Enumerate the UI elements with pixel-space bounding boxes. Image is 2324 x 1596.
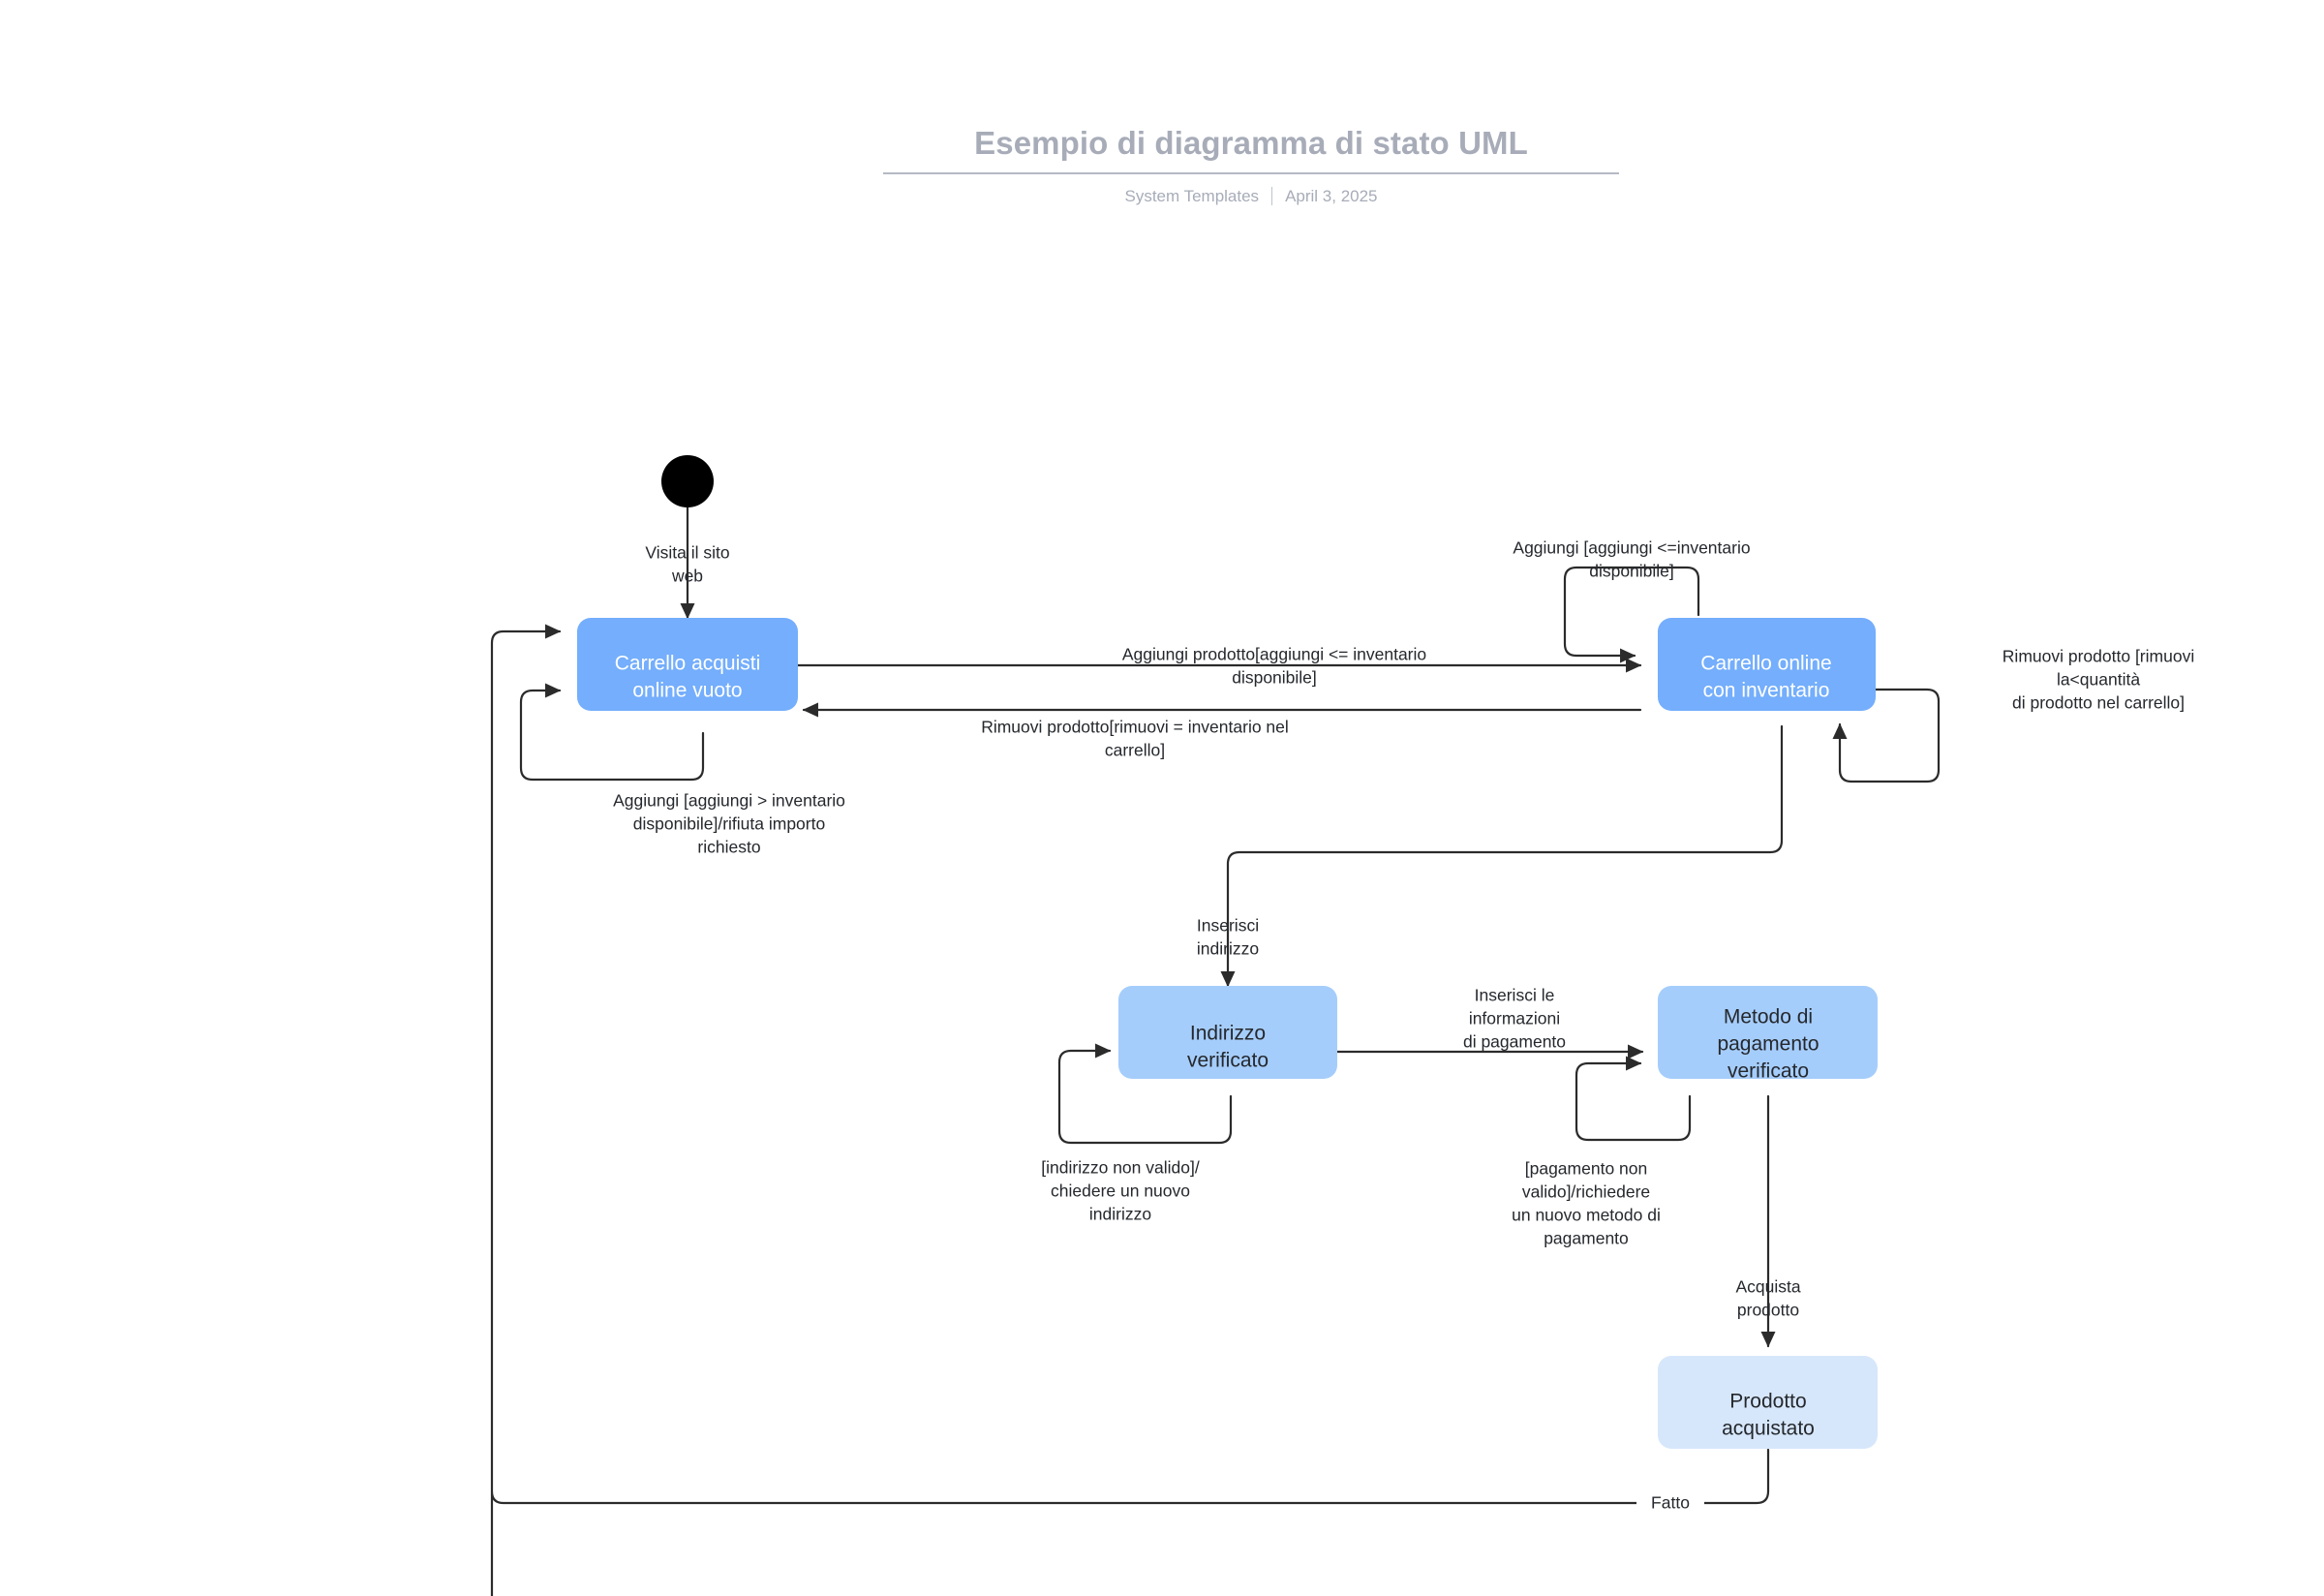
edge-label-self-inventory-right: Rimuovi prodotto [rimuovi la<quantità di… [2003, 647, 2194, 713]
document-author: System Templates [1124, 186, 1260, 205]
svg-text:Visita il sito: Visita il sito [645, 543, 729, 563]
svg-text:web: web [671, 567, 703, 586]
edge-label-done: Fatto [1636, 1489, 1704, 1515]
state-node-cart-inventory-label: Carrello online [1700, 653, 1831, 675]
svg-text:di prodotto nel carrello]: di prodotto nel carrello] [2012, 693, 2185, 713]
edge-done-line [490, 624, 1770, 1596]
svg-text:Inserisci le: Inserisci le [1475, 986, 1555, 1005]
edge-label-self-address: [indirizzo non valido]/ chiedere un nuov… [1041, 1158, 1200, 1224]
state-node-payment-verified-label: Metodo di [1724, 1006, 1813, 1028]
svg-text:disponibile]/rifiuta importo: disponibile]/rifiuta importo [633, 814, 825, 834]
svg-text:verificato: verificato [1728, 1060, 1809, 1083]
edge-self-empty-cart-line [519, 683, 705, 782]
svg-text:disponibile]: disponibile] [1589, 562, 1674, 581]
document-header: Esempio di diagramma di stato UML System… [883, 124, 1619, 206]
svg-text:[indirizzo non valido]/: [indirizzo non valido]/ [1041, 1158, 1200, 1178]
svg-text:prodotto: prodotto [1737, 1301, 1799, 1320]
svg-text:la<quantità: la<quantità [2057, 670, 2140, 690]
state-node-cart-inventory[interactable]: Carrello online con inventario [1658, 618, 1876, 711]
svg-text:Aggiungi [aggiungi > inventari: Aggiungi [aggiungi > inventario [613, 791, 845, 811]
initial-state-marker[interactable] [661, 455, 714, 507]
edge-self-inventory-right-line [1832, 688, 1941, 783]
edge-label-to-payment: Inserisci le informazioni di pagamento [1463, 986, 1566, 1052]
edge-self-inventory-top-line [1563, 566, 1700, 663]
state-node-address-verified-label: Indirizzo [1190, 1023, 1266, 1045]
svg-text:online vuoto: online vuoto [632, 680, 742, 702]
svg-text:Aggiungi prodotto[aggiungi <=: Aggiungi prodotto[aggiungi <= inventario [1122, 645, 1426, 664]
edge-label-self-empty-cart: Aggiungi [aggiungi > inventario disponib… [613, 791, 845, 857]
state-node-product-purchased-label: Prodotto [1729, 1391, 1806, 1413]
edge-label-add-product: Aggiungi prodotto[aggiungi <= inventario… [1122, 645, 1426, 688]
state-node-empty-cart-label: Carrello acquisti [615, 653, 761, 675]
svg-text:indirizzo: indirizzo [1089, 1205, 1151, 1224]
svg-text:pagamento: pagamento [1544, 1229, 1629, 1248]
state-node-payment-verified[interactable]: Metodo di pagamento verificato [1658, 986, 1878, 1083]
svg-text:Fatto: Fatto [1651, 1493, 1690, 1513]
svg-text:pagamento: pagamento [1717, 1033, 1819, 1056]
svg-text:carrello]: carrello] [1105, 741, 1165, 760]
svg-text:Rimuovi prodotto [rimuovi: Rimuovi prodotto [rimuovi [2003, 647, 2194, 666]
edge-label-self-payment: [pagamento non valido]/richiedere un nuo… [1512, 1159, 1661, 1248]
svg-text:verificato: verificato [1187, 1050, 1269, 1072]
svg-text:valido]/richiedere: valido]/richiedere [1522, 1182, 1650, 1202]
edge-label-to-purchased: Acquista prodotto [1735, 1277, 1800, 1320]
svg-text:disponibile]: disponibile] [1232, 668, 1317, 688]
state-node-address-verified[interactable]: Indirizzo verificato [1118, 986, 1337, 1079]
svg-text:di pagamento: di pagamento [1463, 1032, 1566, 1052]
svg-text:Rimuovi prodotto[rimuovi = inv: Rimuovi prodotto[rimuovi = inventario ne… [981, 718, 1289, 737]
svg-text:indirizzo: indirizzo [1197, 939, 1259, 959]
subtitle-divider [1271, 187, 1273, 206]
svg-text:Inserisci: Inserisci [1197, 916, 1259, 936]
document-date: April 3, 2025 [1285, 186, 1378, 205]
edge-label-self-inventory-top: Aggiungi [aggiungi <=inventario disponib… [1513, 538, 1750, 581]
svg-text:[pagamento non: [pagamento non [1525, 1159, 1648, 1179]
svg-text:un nuovo metodo di: un nuovo metodo di [1512, 1206, 1661, 1225]
edge-self-payment-line [1575, 1056, 1692, 1142]
state-node-product-purchased[interactable]: Prodotto acquistato [1658, 1356, 1878, 1449]
svg-text:acquistato: acquistato [1722, 1418, 1815, 1440]
svg-text:richiesto: richiesto [697, 838, 760, 857]
svg-text:con inventario: con inventario [1703, 680, 1830, 702]
state-node-empty-cart[interactable]: Carrello acquisti online vuoto [577, 618, 798, 711]
svg-text:Aggiungi [aggiungi <=inventari: Aggiungi [aggiungi <=inventario [1513, 538, 1750, 558]
svg-text:informazioni: informazioni [1469, 1009, 1560, 1028]
edge-label-start: Visita il sito web [645, 543, 729, 586]
svg-text:chiedere un nuovo: chiedere un nuovo [1051, 1182, 1190, 1201]
edge-label-to-address: Inserisci indirizzo [1197, 916, 1259, 959]
page-title: Esempio di diagramma di stato UML [883, 124, 1619, 174]
svg-text:Acquista: Acquista [1735, 1277, 1800, 1297]
edge-to-address-line [1220, 724, 1784, 988]
edge-label-remove-product: Rimuovi prodotto[rimuovi = inventario ne… [981, 718, 1289, 760]
document-subtitle: System Templates April 3, 2025 [883, 187, 1619, 206]
edge-self-address-line [1057, 1043, 1233, 1145]
